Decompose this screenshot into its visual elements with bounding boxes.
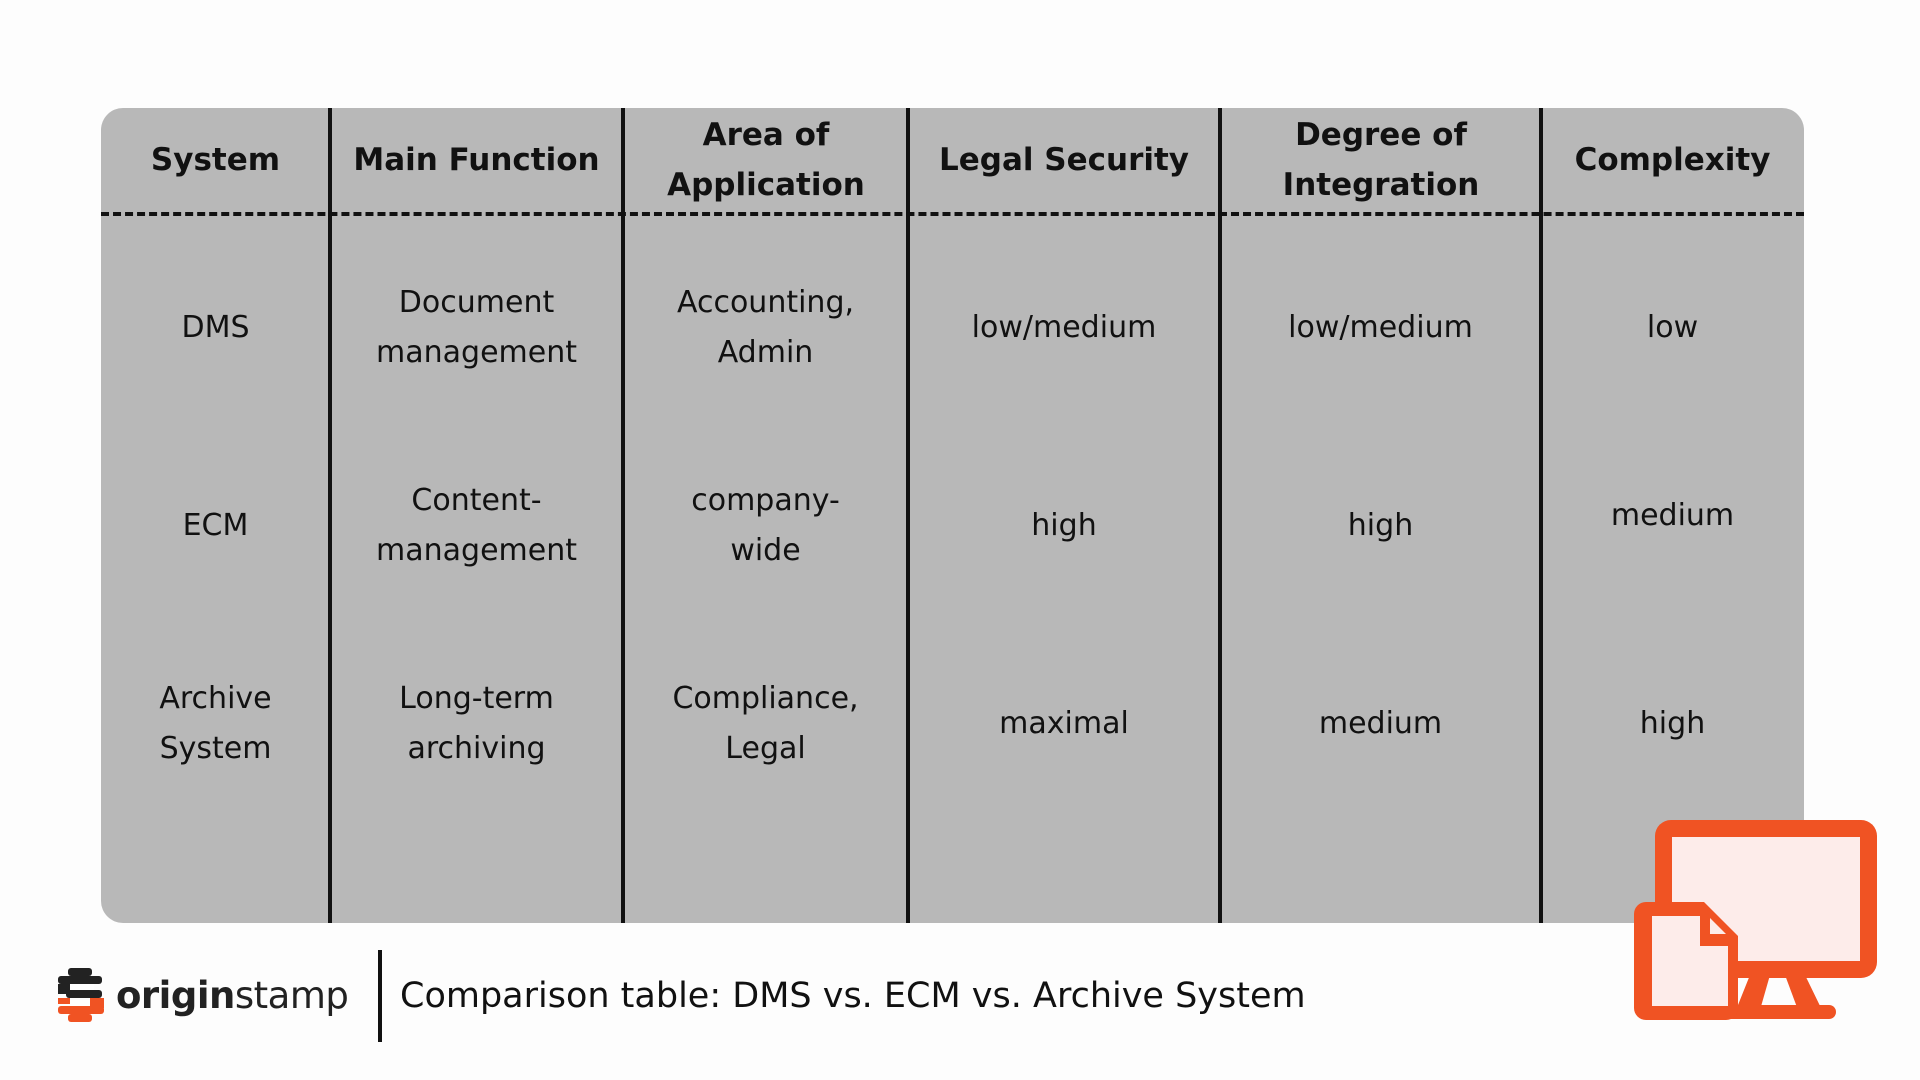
column-divider <box>1218 108 1222 923</box>
comparison-table: System Main Function Area of Application… <box>101 108 1804 923</box>
caption: Comparison table: DMS vs. ECM vs. Archiv… <box>400 976 1306 1016</box>
originstamp-logo: originstamp <box>56 966 349 1024</box>
table-cell: ECM <box>182 508 249 543</box>
header-complexity: Complexity <box>1574 142 1771 178</box>
monitor-document-icon <box>1634 820 1877 1020</box>
table-cell: high <box>1031 508 1097 543</box>
table-cell: high <box>1347 508 1414 543</box>
footer-divider <box>378 950 382 1042</box>
header-separator <box>101 212 1804 216</box>
header-area-of-application: Area of Application <box>667 117 865 203</box>
originstamp-logo-icon <box>58 968 104 1022</box>
column-divider <box>906 108 910 923</box>
header-main-function: Main Function <box>353 142 600 178</box>
table-cell: Document management <box>376 285 577 370</box>
table-cell: low <box>1646 310 1699 345</box>
table-cell: low/medium <box>971 310 1157 345</box>
table-cell: Compliance, Legal <box>672 681 859 766</box>
header-system: System <box>150 142 281 178</box>
column-divider <box>621 108 625 923</box>
table-cell: Content-management <box>376 483 577 568</box>
table-cell: high <box>1639 706 1706 741</box>
logo-wordmark: originstamp <box>116 973 349 1017</box>
table-cell: Archive System <box>159 681 272 766</box>
table-cell: maximal <box>999 706 1129 741</box>
column-divider <box>1539 108 1543 923</box>
table-cell: company-wide <box>691 483 840 568</box>
header-legal-security: Legal Security <box>938 142 1190 178</box>
table-cell: medium <box>1610 498 1735 533</box>
header-degree-of-integration: Degree of Integration <box>1282 117 1480 203</box>
table-cell: low/medium <box>1288 310 1473 345</box>
table-cell: medium <box>1318 706 1443 741</box>
table-cell: DMS <box>181 310 250 345</box>
column-divider <box>328 108 332 923</box>
table-cell: Accounting, Admin <box>676 285 855 370</box>
table-cell: Long-term archiving <box>399 681 554 766</box>
